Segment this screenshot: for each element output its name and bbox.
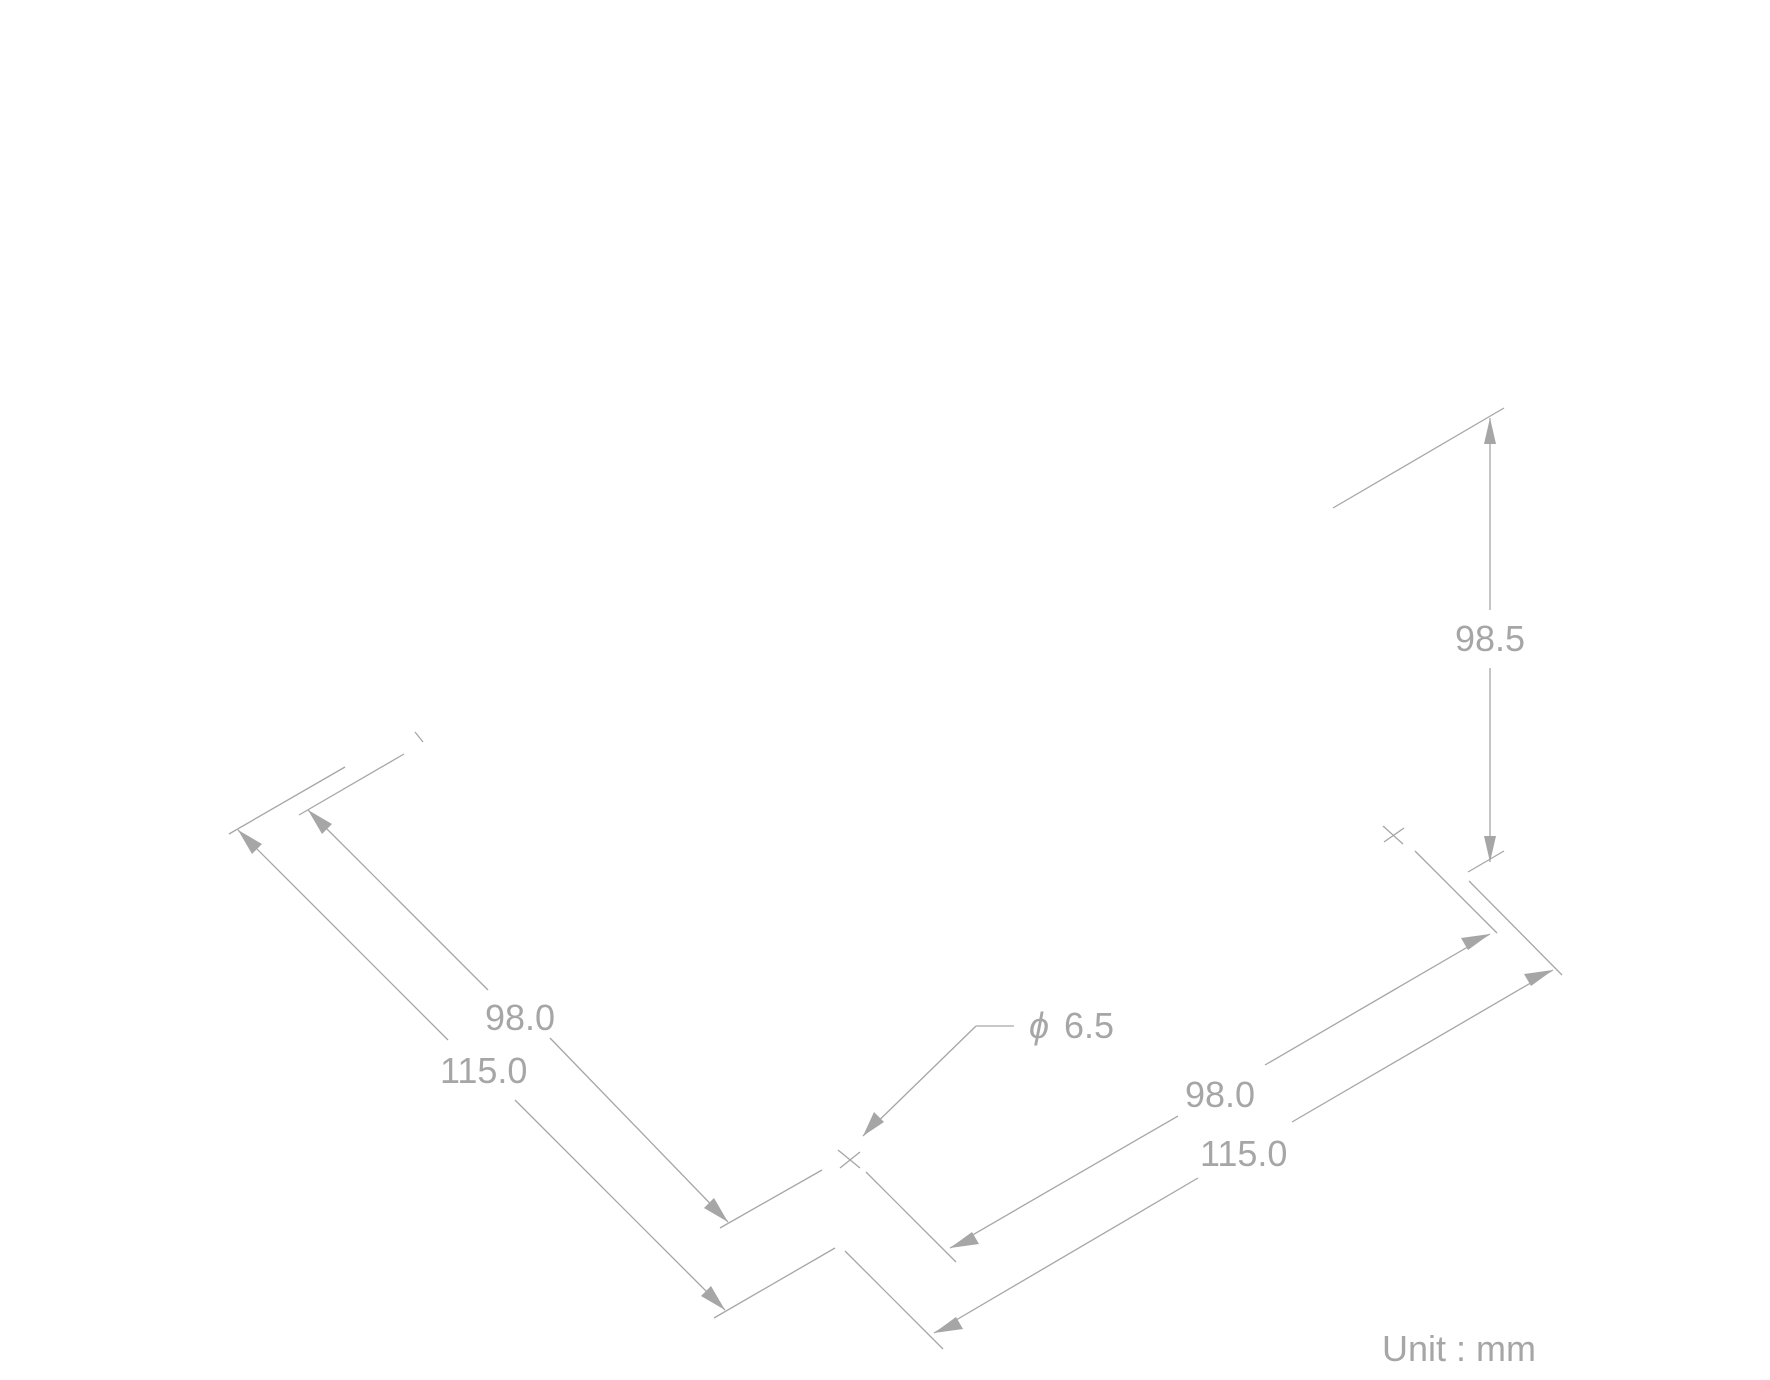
extension-lines [228, 407, 1563, 1350]
arrow-right-outer-end [1524, 970, 1553, 986]
dimension-height: 98.5 [1455, 418, 1525, 862]
leader-line-diagonal [862, 1025, 977, 1137]
arrow-left-outer-start [238, 830, 262, 854]
arrow-right-inner-end [1461, 934, 1490, 950]
hole-center-marks [837, 825, 1405, 1169]
ext-bottom-height [1467, 850, 1505, 873]
dimension-right-inner: 98.0 [949, 933, 1491, 1249]
ext-bottom-inner-right [865, 1171, 957, 1263]
arrow-right-inner-start [950, 1232, 979, 1248]
ext-left-stub [414, 731, 424, 743]
arrow-right-outer-start [934, 1317, 963, 1333]
ext-right-inner [1414, 850, 1498, 934]
arrow-height-bottom [1484, 836, 1496, 862]
ext-bottom-inner-left [719, 1169, 823, 1229]
ext-top-height [1332, 407, 1505, 509]
dim-line-right-inner-upper [1264, 933, 1491, 1066]
dim-line-left-inner-lower [549, 1037, 729, 1223]
dim-label-hole-diameter: 6.5 [1064, 1005, 1114, 1046]
hole-diameter-symbol: ϕ [1029, 1005, 1049, 1046]
dim-line-left-inner-upper [307, 809, 489, 991]
dimension-left-inner: 98.0 [307, 809, 729, 1223]
unit-label: Unit : mm [1382, 1328, 1536, 1369]
dim-line-left-outer-upper [237, 829, 449, 1041]
arrow-hole-leader [863, 1112, 884, 1136]
arrow-left-outer-end [701, 1286, 725, 1310]
dim-label-left-inner: 98.0 [485, 997, 555, 1038]
ext-right-outer [1468, 880, 1563, 976]
ext-left-inner-top [298, 753, 405, 816]
dim-line-left-outer-lower [514, 1099, 726, 1311]
hole-center-cross-right [1383, 827, 1405, 843]
dimension-right-outer: 115.0 [933, 969, 1554, 1334]
hole-center-cross-left [837, 1149, 861, 1169]
ext-left-outer-top [228, 766, 346, 835]
arrow-left-inner-start [308, 810, 332, 834]
dim-label-left-outer: 115.0 [440, 1050, 527, 1091]
ext-bottom-outer-left [713, 1247, 836, 1319]
dim-label-right-outer: 115.0 [1200, 1133, 1287, 1174]
dimension-left-outer: 115.0 [237, 829, 726, 1311]
arrow-left-inner-end [704, 1198, 728, 1222]
dim-label-height: 98.5 [1455, 618, 1525, 659]
dim-line-right-outer-upper [1291, 969, 1554, 1123]
hole-diameter-callout: ϕ 6.5 [862, 1005, 1114, 1137]
dim-line-right-inner-lower [949, 1115, 1179, 1249]
hole-center-cross-left [839, 1151, 861, 1169]
ext-bottom-outer-right [844, 1250, 944, 1350]
dim-label-right-inner: 98.0 [1185, 1074, 1255, 1115]
arrow-height-top [1484, 418, 1496, 444]
dim-line-right-outer-lower [933, 1177, 1199, 1334]
